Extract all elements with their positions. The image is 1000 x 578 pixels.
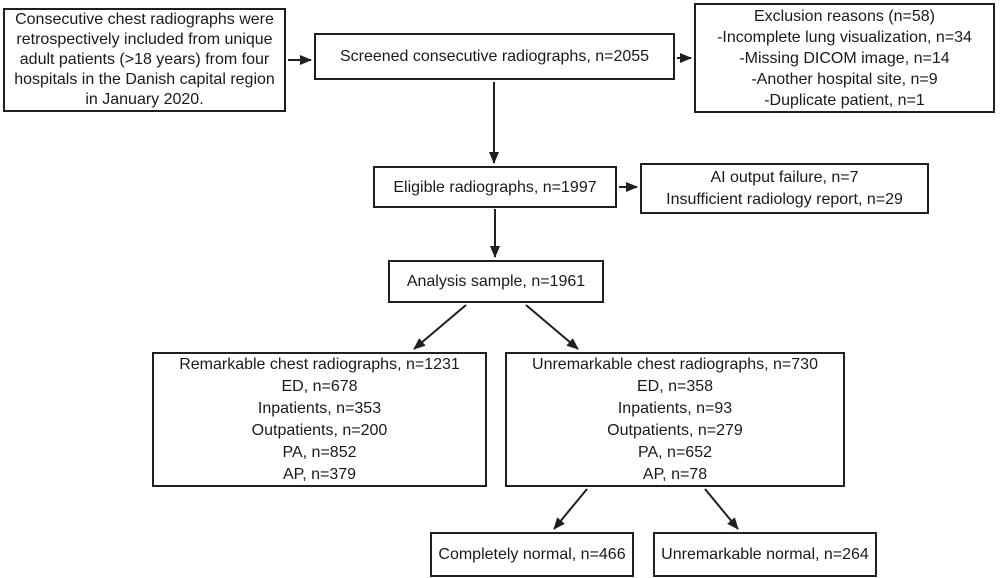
- exclusion-text-line: -Duplicate patient, n=1: [764, 91, 925, 109]
- exclusion-text-line: -Incomplete lung visualization, n=34: [717, 28, 972, 46]
- arrow-analysis-to-remarkable: [413, 304, 467, 350]
- inclusion-text-line: in January 2020.: [85, 91, 204, 108]
- box-eligible: Eligible radiographs, n=1997: [373, 166, 617, 208]
- inclusion-text-line: hospitals in the Danish capital region: [14, 71, 275, 88]
- arrow-analysis-to-unremarkable: [525, 304, 579, 350]
- screened-text: Screened consecutive radiographs, n=2055: [339, 48, 650, 65]
- analysis-sample-text: Analysis sample, n=1961: [406, 273, 586, 290]
- ai-failure-text-line: AI output failure, n=7: [710, 168, 859, 186]
- eligible-text: Eligible radiographs, n=1997: [393, 178, 597, 196]
- remarkable-text-line: Remarkable chest radiographs, n=1231: [179, 355, 460, 373]
- unremarkable-text-line: Inpatients, n=93: [617, 399, 733, 417]
- arrow-unremarkable-to-unremarkable-normal: [704, 488, 739, 530]
- box-screened: Screened consecutive radiographs, n=2055: [314, 33, 675, 80]
- remarkable-text-line: ED, n=678: [281, 377, 358, 395]
- exclusion-text-line: -Another hospital site, n=9: [751, 70, 938, 88]
- ai-failure-text-line: Insufficient radiology report, n=29: [666, 190, 903, 208]
- exclusion-text-line: Exclusion reasons (n=58): [754, 7, 935, 25]
- box-analysis-sample: Analysis sample, n=1961: [388, 260, 604, 303]
- unremarkable-text-line: ED, n=358: [636, 377, 714, 395]
- box-ai-failure: AI output failure, n=7 Insufficient radi…: [640, 163, 929, 214]
- box-unremarkable: Unremarkable chest radiographs, n=730 ED…: [505, 352, 845, 487]
- inclusion-text-line: adult patients (>18 years) from four: [19, 51, 270, 68]
- remarkable-text-line: Outpatients, n=200: [251, 421, 388, 439]
- box-inclusion-criteria: Consecutive chest radiographs were retro…: [3, 8, 286, 112]
- box-completely-normal: Completely normal, n=466: [430, 532, 634, 577]
- unremarkable-text-line: PA, n=652: [638, 443, 712, 461]
- exclusion-text-line: -Missing DICOM image, n=14: [739, 49, 950, 67]
- unremarkable-normal-text: Unremarkable normal, n=264: [661, 546, 869, 563]
- box-remarkable: Remarkable chest radiographs, n=1231 ED,…: [152, 352, 487, 487]
- remarkable-text-line: PA, n=852: [282, 443, 357, 461]
- unremarkable-text-line: AP, n=78: [642, 465, 708, 483]
- box-unremarkable-normal: Unremarkable normal, n=264: [653, 532, 877, 577]
- remarkable-text-line: Inpatients, n=353: [257, 399, 382, 417]
- unremarkable-text-line: Unremarkable chest radiographs, n=730: [532, 355, 818, 373]
- box-exclusion-reasons: Exclusion reasons (n=58) -Incomplete lun…: [694, 3, 995, 113]
- unremarkable-text-line: Outpatients, n=279: [607, 421, 743, 439]
- remarkable-text-line: AP, n=379: [282, 465, 357, 483]
- inclusion-text-line: retrospectively included from unique: [16, 31, 273, 48]
- completely-normal-text: Completely normal, n=466: [438, 546, 626, 563]
- inclusion-text-line: Consecutive chest radiographs were: [15, 11, 274, 28]
- arrow-unremarkable-to-completely-normal: [553, 488, 588, 530]
